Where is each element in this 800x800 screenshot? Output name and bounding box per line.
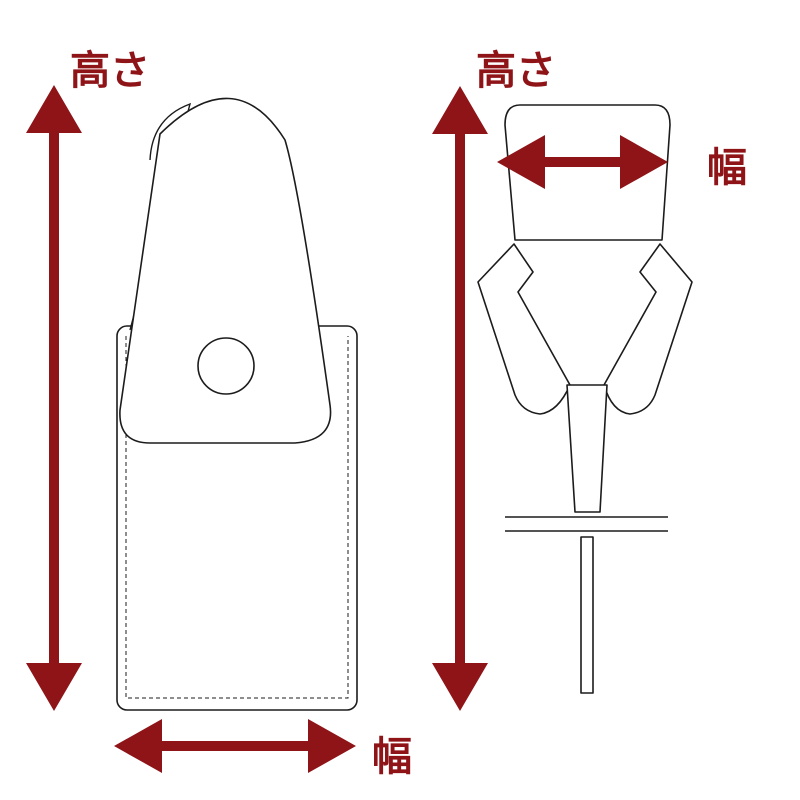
pouch-stitching bbox=[125, 336, 349, 699]
side-body bbox=[504, 104, 671, 241]
width-label-bottom: 幅 bbox=[372, 734, 412, 780]
holster-front-view bbox=[116, 97, 358, 711]
flap-back-edge bbox=[129, 102, 192, 331]
width-arrow-right bbox=[497, 135, 668, 189]
snap-button bbox=[197, 337, 255, 395]
height-label-left: 高さ bbox=[70, 48, 150, 94]
clip-stem bbox=[580, 536, 594, 694]
side-neck bbox=[566, 384, 608, 513]
height-arrow-right bbox=[432, 86, 488, 711]
holster-side-view bbox=[477, 104, 693, 694]
side-left-wing bbox=[477, 243, 571, 415]
height-arrow-left bbox=[26, 85, 82, 711]
side-right-wing bbox=[603, 243, 693, 415]
width-label-right: 幅 bbox=[707, 145, 747, 191]
flap bbox=[119, 97, 332, 444]
width-arrow-bottom bbox=[114, 719, 356, 773]
height-label-right: 高さ bbox=[476, 48, 556, 94]
